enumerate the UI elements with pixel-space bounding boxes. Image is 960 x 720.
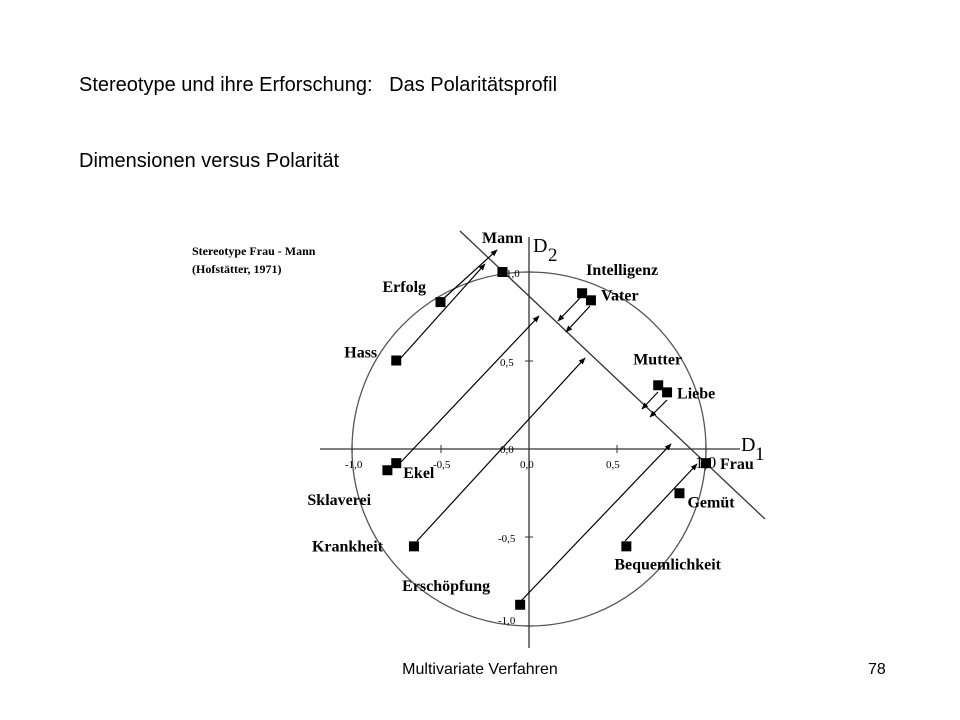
- data-point-label: Erfolg: [383, 279, 427, 296]
- pole-label-frau: Frau: [720, 456, 754, 473]
- data-point-label: Sklaverei: [307, 492, 371, 509]
- data-point-label: Mutter: [633, 351, 682, 368]
- y-tick-label: 1,0: [506, 268, 520, 280]
- x-tick-label: 0,5: [606, 459, 620, 471]
- data-point-label: Ekel: [403, 465, 435, 482]
- d2-axis-subscript: 2: [548, 245, 558, 266]
- data-point-marker: [382, 465, 393, 476]
- polarity-line: [459, 230, 766, 520]
- x-tick-label: 0,0: [520, 459, 534, 471]
- data-point-marker: [585, 295, 596, 306]
- data-point-marker: [653, 380, 664, 391]
- projection-arrow-liebe: [649, 399, 668, 418]
- data-point-marker: [435, 297, 446, 308]
- data-point-marker: [408, 541, 419, 552]
- projection-arrow-mutter: [641, 391, 659, 410]
- projection-arrow-krankheit: [416, 357, 586, 542]
- projection-arrow-erfolg: [441, 249, 498, 301]
- data-point-marker: [577, 288, 588, 299]
- data-point-label: Gemüt: [687, 494, 735, 511]
- data-point-label: Erschöpfung: [402, 578, 490, 595]
- x-tick-label: -0,5: [433, 459, 451, 471]
- points-layer: Hass Erfolg IntelligenzVaterMutterLiebeEke…: [307, 262, 735, 610]
- data-point-marker: [497, 267, 508, 277]
- pole-label-mann: Mann: [482, 230, 523, 247]
- y-tick-label: 0,5: [500, 357, 514, 369]
- projection-arrow-bequemlichkeit: [624, 463, 698, 542]
- data-point-marker: [621, 541, 632, 552]
- x-tick-label: -1,0: [345, 459, 363, 471]
- data-point-label: Vater: [601, 287, 639, 304]
- d1-axis-subscript: 1: [755, 444, 765, 465]
- slide-title: Stereotype und ihre Erforschung: Das Pol…: [79, 74, 558, 96]
- y-tick-label: -0,5: [498, 533, 516, 545]
- projection-arrow-erschoepfung: [519, 443, 672, 603]
- data-point-marker: [391, 458, 402, 469]
- diagram-caption-source: (Hofstätter, 1971): [192, 262, 282, 276]
- projection-arrow-intelligenz: [557, 297, 581, 322]
- data-point-marker: [701, 458, 711, 469]
- data-point-label: Krankheit: [312, 538, 384, 555]
- d1-axis-label: D: [741, 434, 755, 456]
- data-point-marker: [515, 599, 526, 610]
- data-point-marker: [674, 488, 685, 499]
- d2-axis-label: D: [533, 235, 547, 257]
- page-number: 78: [868, 661, 886, 678]
- data-point-marker: [391, 355, 402, 366]
- slide-subtitle: Dimensionen versus Polarität: [79, 150, 340, 172]
- data-point-label: Bequemlichkeit: [614, 556, 721, 573]
- projection-arrow-vater: [565, 305, 591, 333]
- projection-arrow-hass: [398, 263, 486, 361]
- projection-arrow-ekel: [399, 315, 540, 464]
- data-point-label: Intelligenz: [586, 262, 658, 279]
- y-tick-label: -1,0: [498, 615, 516, 627]
- data-point-label: Liebe: [677, 385, 715, 402]
- data-point-marker: [662, 387, 673, 398]
- footer-title: Multivariate Verfahren: [402, 661, 558, 678]
- data-point-label: Hass: [344, 345, 377, 362]
- y-tick-label: 0,0: [500, 444, 514, 456]
- diagram-caption: Stereotype Frau - Mann: [192, 244, 316, 258]
